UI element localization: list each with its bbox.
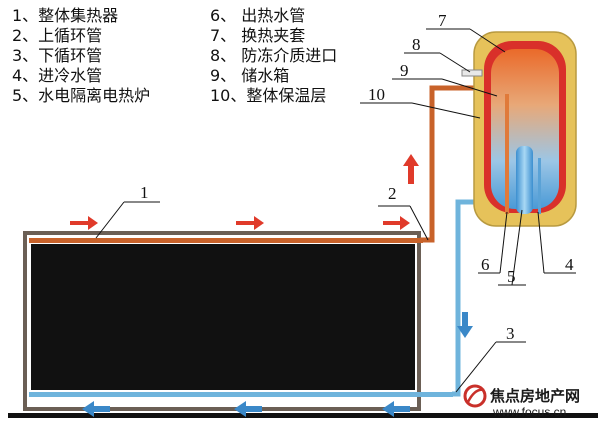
callout-7: 7 (438, 11, 447, 30)
watermark-logo-icon (463, 384, 487, 408)
hot-water-outlet-pipe (505, 94, 509, 214)
watermark-name: 焦点房地产网 (490, 387, 581, 405)
callout-2: 2 (388, 184, 397, 203)
legend-item-10: 10、整体保温层 (210, 86, 327, 105)
legend-left: 1、整体集热器 2、上循环管 3、下循环管 4、进冷水管 5、水电隔离电热炉 (12, 6, 150, 106)
callout-6: 6 (481, 255, 490, 274)
flow-arrow-red (70, 216, 98, 230)
callout-9: 9 (400, 61, 409, 80)
cold-feed-pipe (452, 199, 490, 397)
legend-item-6: 6、 出热水管 (210, 6, 306, 25)
flow-arrow-blue-left (382, 401, 410, 417)
upper-circulation-pipe (29, 238, 423, 243)
flow-arrow-red (236, 216, 264, 230)
callout-3: 3 (506, 324, 515, 343)
callout-4: 4 (565, 255, 574, 274)
antifreeze-inlet (461, 69, 483, 77)
flow-arrow-blue-down (457, 312, 473, 338)
legend-right: 6、 出热水管 7、 换热夹套 8、 防冻介质进口 9、 储水箱 10、整体保温… (210, 6, 337, 106)
callout-10: 10 (368, 85, 385, 104)
legend-item-2: 2、上循环管 (12, 26, 103, 45)
ground-line (8, 413, 598, 418)
hot-return-pipe (420, 85, 490, 243)
callout-1: 1 (140, 183, 149, 202)
cold-water-inlet-pipe (538, 158, 541, 214)
legend-item-8: 8、 防冻介质进口 (210, 46, 338, 65)
legend-item-5: 5、水电隔离电热炉 (12, 86, 151, 105)
flow-arrow-blue-left (234, 401, 262, 417)
flow-arrow-red (383, 216, 410, 230)
watermark-url: www.focus.cn (493, 405, 567, 419)
leader-lines (95, 28, 576, 393)
lower-circulation-pipe (29, 392, 453, 397)
legend-item-7: 7、 换热夹套 (210, 26, 306, 45)
legend-item-9: 9、 储水箱 (210, 66, 290, 85)
callout-numbers: 1 2 3 4 5 6 7 8 9 10 (140, 11, 574, 343)
legend-item-4: 4、进冷水管 (12, 66, 103, 85)
legend-item-3: 3、下循环管 (12, 46, 103, 65)
collector-panel (31, 244, 415, 390)
callout-8: 8 (412, 35, 421, 54)
callout-5: 5 (507, 267, 516, 286)
flow-arrow-red-up (403, 154, 419, 184)
electric-heater (516, 146, 533, 214)
flow-arrow-blue-left (82, 401, 110, 417)
legend-item-1: 1、整体集热器 (12, 6, 119, 25)
